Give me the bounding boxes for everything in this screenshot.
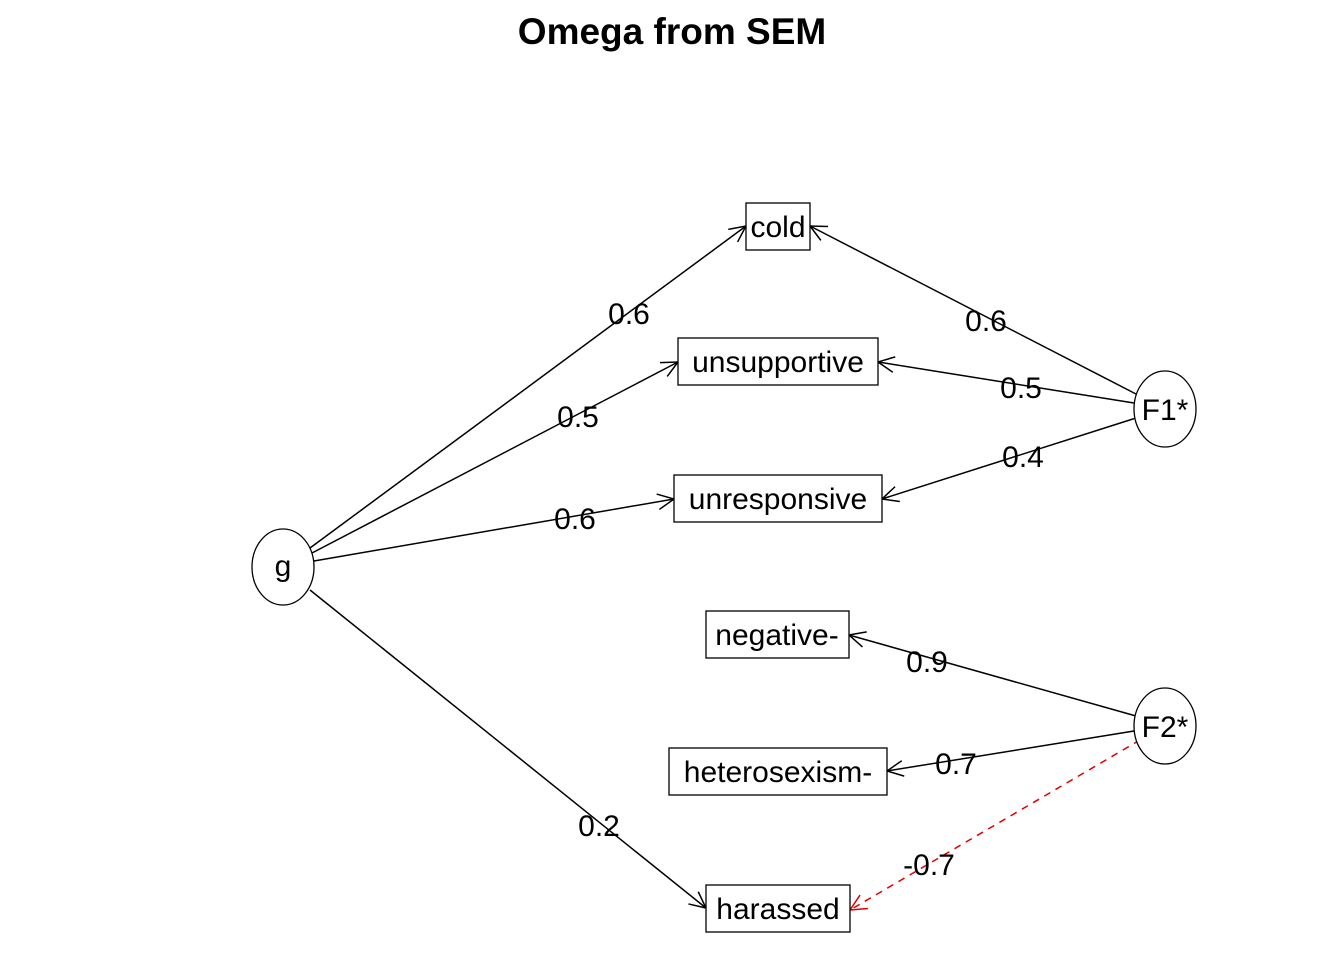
node-f2-label: F2* (1142, 711, 1189, 744)
edges-layer: 0.6 0.5 0.6 0.2 0.6 0.5 0.4 0.9 0.7 -0.7 (309, 224, 1141, 911)
edge-line (309, 225, 747, 549)
edge-f1-to-unsupportive: 0.5 (876, 356, 1135, 405)
node-negative: negative- (705, 610, 850, 659)
node-harassed: harassed (705, 884, 851, 933)
node-f1-label: F1* (1142, 394, 1189, 427)
node-harassed-label: harassed (716, 893, 839, 926)
edge-label: 0.6 (608, 298, 650, 331)
node-unresponsive: unresponsive (673, 474, 883, 523)
edge-g-to-harassed: 0.2 (309, 589, 708, 910)
edge-line (877, 361, 1135, 404)
edge-f2-to-harassed: -0.7 (848, 739, 1141, 911)
edge-line (886, 730, 1135, 772)
edge-label: 0.5 (1000, 372, 1042, 405)
node-f2: F2* (1133, 687, 1197, 765)
node-unresponsive-label: unresponsive (689, 483, 867, 516)
edge-label: 0.9 (906, 646, 948, 679)
edge-f2-to-negative: 0.9 (847, 631, 1137, 717)
arrowhead (848, 894, 869, 911)
edge-line (313, 498, 675, 562)
edge-line (309, 589, 707, 909)
edge-label: 0.2 (578, 810, 620, 843)
node-heterosexism-label: heterosexism- (684, 756, 872, 789)
node-unsupportive: unsupportive (677, 337, 879, 386)
nodes-layer: g F1* F2* cold unsupportive unresponsive… (251, 202, 1197, 933)
edge-line (881, 417, 1137, 500)
diagram-title: Omega from SEM (518, 11, 826, 52)
edge-label: 0.5 (557, 401, 599, 434)
edge-line (849, 739, 1141, 911)
node-f1: F1* (1133, 370, 1197, 448)
node-g: g (251, 528, 315, 606)
edge-label: -0.7 (903, 849, 955, 882)
edge-line (848, 634, 1137, 717)
edge-g-to-unsupportive: 0.5 (311, 361, 680, 554)
edge-g-to-cold: 0.6 (309, 224, 748, 549)
edge-f1-to-cold: 0.6 (808, 225, 1137, 395)
node-cold: cold (745, 202, 811, 251)
edge-label: 0.4 (1002, 441, 1044, 474)
node-g-label: g (275, 550, 292, 583)
edge-g-to-unresponsive: 0.6 (313, 493, 676, 562)
edge-label: 0.6 (965, 305, 1007, 338)
edge-line (311, 361, 679, 554)
node-cold-label: cold (750, 211, 805, 244)
node-heterosexism: heterosexism- (668, 747, 888, 796)
edge-label: 0.6 (554, 503, 596, 536)
edge-line (809, 225, 1137, 395)
edge-f2-to-heterosexism: 0.7 (885, 730, 1135, 781)
node-negative-label: negative- (715, 619, 838, 652)
edge-f1-to-unresponsive: 0.4 (880, 417, 1137, 503)
node-unsupportive-label: unsupportive (692, 346, 864, 379)
edge-label: 0.7 (935, 748, 977, 781)
